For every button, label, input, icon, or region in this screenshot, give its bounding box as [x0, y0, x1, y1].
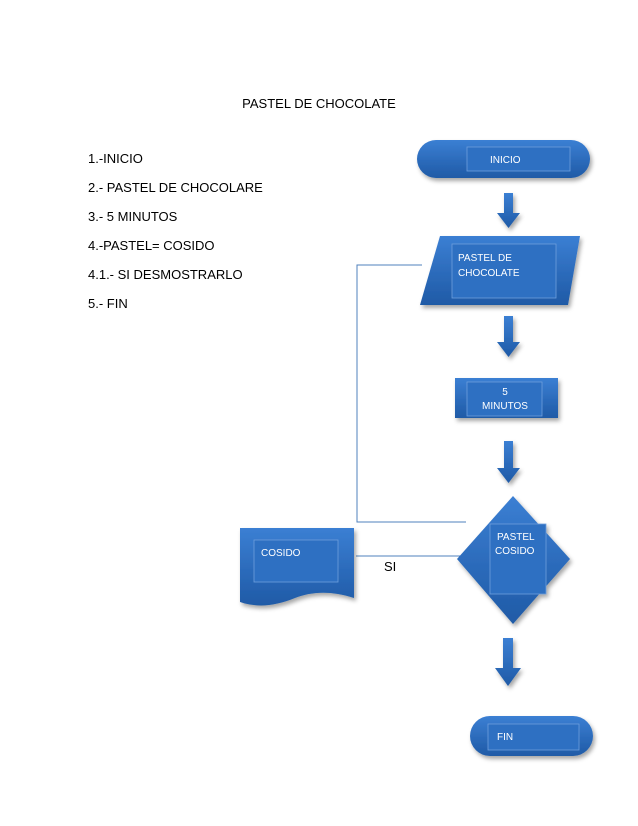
down-arrow-icon: [497, 441, 520, 483]
page-title: PASTEL DE CHOCOLATE: [242, 96, 396, 111]
process-label-line2: MINUTOS: [482, 401, 528, 412]
step-item: 3.- 5 MINUTOS: [88, 209, 178, 224]
document-label: COSIDO: [261, 548, 301, 559]
end-terminator: [470, 716, 593, 756]
process-box: [455, 378, 558, 418]
document-shape: [240, 528, 354, 606]
decision-label-line2: COSIDO: [495, 546, 535, 557]
step-item: 1.-INICIO: [88, 151, 143, 166]
process-label-line1: 5: [502, 387, 508, 398]
loop-connector: [356, 264, 466, 523]
step-item: 4.1.- SI DESMOSTRARLO: [88, 267, 243, 282]
end-label: FIN: [497, 732, 513, 743]
decision-label-line1: PASTEL: [497, 532, 535, 543]
input-label-line2: CHOCOLATE: [458, 268, 520, 279]
step-item: 5.- FIN: [88, 296, 128, 311]
input-parallelogram: [420, 236, 580, 305]
down-arrow-icon: [495, 638, 521, 686]
input-label-line1: PASTEL DE: [458, 253, 512, 264]
start-terminator: [417, 140, 590, 178]
yes-label: SI: [384, 559, 396, 574]
down-arrow-icon: [497, 193, 520, 228]
steps-list: 1.-INICIO 2.- PASTEL DE CHOCOLARE 3.- 5 …: [88, 151, 263, 325]
decision-diamond: [457, 496, 570, 624]
step-item: 2.- PASTEL DE CHOCOLARE: [88, 180, 263, 195]
down-arrow-icon: [497, 316, 520, 357]
start-label: INICIO: [490, 155, 521, 166]
step-item: 4.-PASTEL= COSIDO: [88, 238, 215, 253]
